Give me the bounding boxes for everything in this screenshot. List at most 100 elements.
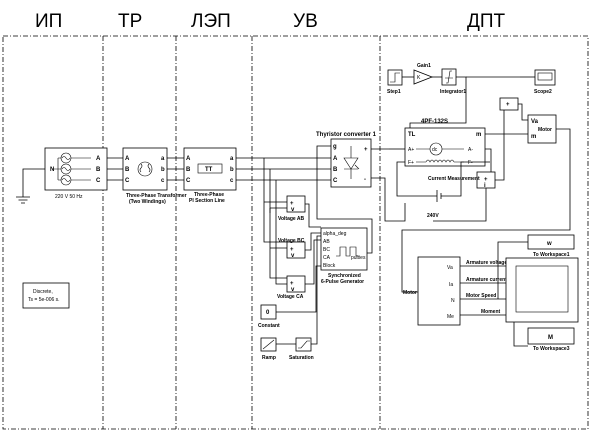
section-title-uv: УВ <box>293 11 318 32</box>
svg-text:N: N <box>50 167 54 173</box>
svg-text:v: v <box>291 253 295 259</box>
voltage-ca-label: Voltage CA <box>277 294 304 300</box>
pi-section-line-block[interactable]: TT A B C a b c <box>183 147 237 191</box>
motor-demux-n: N <box>451 298 455 304</box>
svg-text:+: + <box>290 281 294 287</box>
three-phase-transformer-block[interactable]: A B C a b c <box>122 147 168 191</box>
motor-measurement-block[interactable]: Va m Motor <box>527 114 557 144</box>
constant-label: Constant <box>258 323 280 329</box>
motor-dc-symbol: dc <box>432 147 438 153</box>
source-voltage-label: 220 V 50 Hz <box>55 194 83 200</box>
line-icon-label: TT <box>205 167 213 173</box>
to-ws1-value: w <box>546 241 552 247</box>
saturation-block[interactable] <box>295 337 312 352</box>
transformer-port-c: c <box>161 178 165 184</box>
to-ws3-value: M <box>548 335 553 341</box>
to-workspace1-block[interactable]: w <box>527 234 575 250</box>
scope2-label: Scope2 <box>534 89 552 95</box>
integrator-label: Integrator1 <box>440 89 466 95</box>
svg-text:v: v <box>291 207 295 213</box>
section-title-tr: ТР <box>118 11 142 32</box>
signal-armature-current: Armature current <box>466 277 507 283</box>
motor-demux-va: Va <box>447 265 453 271</box>
constant-block[interactable]: 0 <box>260 304 277 320</box>
thyristor-port-g: g <box>333 144 337 150</box>
pulse-port-block: Block <box>323 263 336 269</box>
signal-motor-speed: Motor Speed <box>466 293 496 299</box>
thyristor-port-B: B <box>333 167 338 173</box>
motor-small-va: Va <box>531 119 539 125</box>
voltage-ca-sensor[interactable]: + v <box>286 275 306 293</box>
section-title-dpt: ДПТ <box>467 11 506 32</box>
motor-demux-title: Motor <box>403 290 417 296</box>
gain-block[interactable]: K <box>413 69 434 85</box>
source-port-c: C <box>96 178 101 184</box>
svg-text:+: + <box>290 201 294 207</box>
scope2-block[interactable] <box>534 69 556 86</box>
neutral-wire <box>22 168 45 197</box>
voltage-bc-sensor[interactable]: + v <box>286 241 306 259</box>
discrete-line1: Discrete, <box>33 289 53 295</box>
motor-bus-wire <box>401 128 571 293</box>
motor-small-label: Motor <box>538 127 552 133</box>
motor-port-fplus: F+ <box>408 160 414 166</box>
line-port-b: b <box>230 167 234 173</box>
motor-port-m: m <box>476 132 481 138</box>
pulse-port-alpha: alpha_deg <box>323 231 347 237</box>
ramp-label: Ramp <box>262 355 276 361</box>
line-port-B: B <box>186 167 191 173</box>
pulse-port-ab: AB <box>323 239 330 245</box>
voltage-ab-label: Voltage AB <box>278 216 305 222</box>
source-to-transformer-wires <box>107 157 123 181</box>
pulse-generator-block[interactable]: alpha_deg AB BC CA Block pulses <box>320 227 368 271</box>
transformer-port-B: B <box>125 167 130 173</box>
signal-selector-block[interactable]: + <box>499 97 519 111</box>
three-phase-source-block[interactable]: N A B C <box>44 147 108 191</box>
powergui-discrete-block[interactable]: Discrete, Ts = 5e-006 s. <box>22 282 70 309</box>
motor-scope-block[interactable] <box>505 257 579 323</box>
section-title-lep: ЛЭП <box>191 11 231 32</box>
thyristor-port-plus: + <box>364 147 368 153</box>
transformer-port-b: b <box>161 167 165 173</box>
line-port-c: c <box>230 178 234 184</box>
motor-demux-me: Me <box>447 314 454 320</box>
transformer-port-C: C <box>125 178 130 184</box>
voltage-ab-sensor[interactable]: + v <box>286 195 306 213</box>
motor-small-m: m <box>531 134 536 140</box>
source-port-a: A <box>96 156 101 162</box>
dc-motor-model-block[interactable]: TL m A+ A- F+ F- dc <box>404 127 486 167</box>
svg-text:+: + <box>290 247 294 253</box>
thyristor-port-C: C <box>333 178 338 184</box>
transformer-title: Three-Phase Transformer <box>126 193 187 199</box>
motor-port-aplus: A+ <box>408 147 414 153</box>
svg-text:+: + <box>484 177 488 183</box>
signal-armature-voltage: Armature voltage <box>466 260 507 266</box>
transformer-to-line-wires <box>167 157 184 181</box>
thyristor-port-minus: - <box>364 177 366 183</box>
signal-moment: Moment <box>481 309 501 315</box>
integrator-to-tl-wire <box>409 76 467 135</box>
motor-demux-block[interactable]: Va Ia N Me <box>417 256 461 326</box>
step-block[interactable] <box>387 69 403 86</box>
motor-port-fminus: F- <box>468 160 473 166</box>
motor-port-aminus: A- <box>468 147 473 153</box>
transformer-port-A: A <box>125 156 130 162</box>
thyristor-converter-block[interactable]: g A B C + - <box>330 138 372 188</box>
step-label: Step1 <box>387 89 401 95</box>
constant-value: 0 <box>266 310 270 316</box>
to-ws3-label: To Workspace3 <box>533 346 570 352</box>
to-workspace3-block[interactable]: M <box>527 327 575 345</box>
line-port-C: C <box>186 178 191 184</box>
current-measurement-block[interactable]: + i <box>476 171 496 189</box>
pulse-port-bc: BC <box>323 247 330 253</box>
source-port-b: B <box>96 167 101 173</box>
motor-demux-ia: Ia <box>449 282 453 288</box>
line-to-thyristor-wires <box>236 157 331 181</box>
pulse-gen-title: Synchronized <box>328 273 361 279</box>
dc-source-240v[interactable] <box>436 190 442 202</box>
svg-text:+: + <box>506 102 510 108</box>
thyristor-title: Thyristor converter 1 <box>316 132 377 138</box>
gain-label: Gain1 <box>417 63 431 69</box>
integrator-block[interactable] <box>441 68 457 86</box>
ramp-block[interactable] <box>260 337 277 352</box>
